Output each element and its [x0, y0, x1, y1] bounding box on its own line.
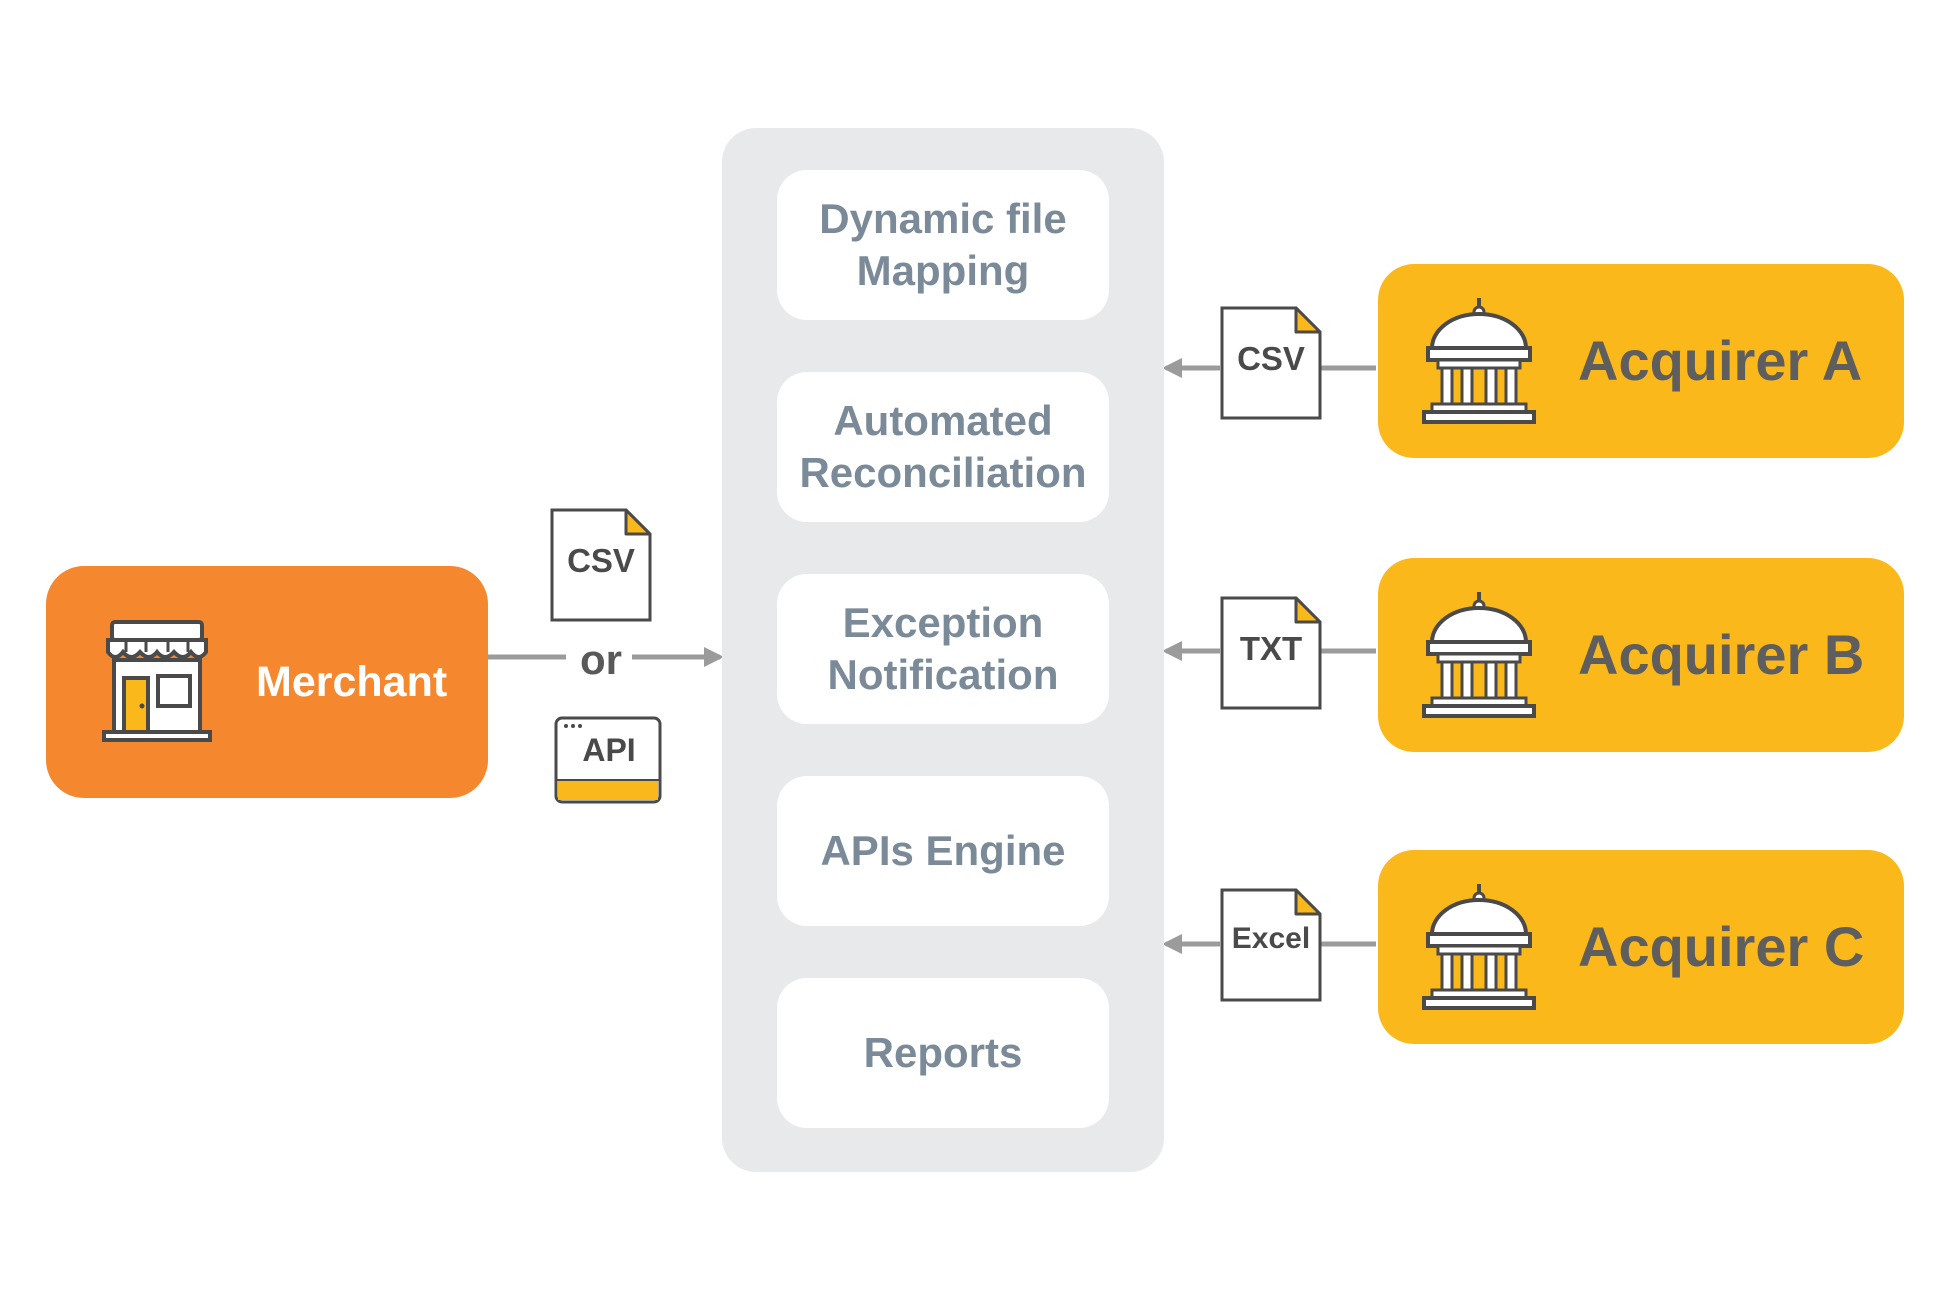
acquirer-a-file: CSV	[1220, 306, 1322, 420]
acquirer-c-label: Acquirer C	[1578, 915, 1865, 978]
box-line: APIs Engine	[820, 827, 1066, 874]
merchant-csv-file: CSV	[550, 508, 652, 622]
box-line: Reports	[863, 1029, 1023, 1076]
file-icon	[1220, 306, 1322, 420]
bank-icon	[1422, 884, 1536, 1010]
api-window-icon	[554, 716, 662, 804]
box-line: Mapping	[856, 247, 1030, 294]
box-line: Exception	[842, 599, 1044, 646]
box-line: Notification	[827, 651, 1059, 698]
reports-box: Reports	[777, 978, 1109, 1128]
acquirer-b-node: Acquirer B	[1378, 558, 1904, 752]
store-icon	[102, 620, 212, 742]
file-icon	[550, 508, 652, 622]
acquirer-a-file-label: CSV	[1237, 340, 1305, 377]
acquirer-a-node: Acquirer A	[1378, 264, 1904, 458]
acquirer-c-node: Acquirer C	[1378, 850, 1904, 1044]
acquirer-a-label: Acquirer A	[1578, 329, 1863, 392]
or-label: or	[580, 636, 622, 683]
apis-engine-box: APIs Engine	[777, 776, 1109, 926]
box-line: Reconciliation	[799, 449, 1087, 496]
acquirer-b-file-label: TXT	[1239, 630, 1303, 667]
acquirer-b-label: Acquirer B	[1578, 623, 1865, 686]
acquirer-b-file: TXT	[1220, 596, 1322, 710]
bank-icon	[1422, 298, 1536, 424]
acquirer-c-file-label: Excel	[1231, 922, 1311, 955]
file-icon	[1220, 888, 1322, 1002]
merchant-label: Merchant	[256, 658, 448, 706]
merchant-node: Merchant	[46, 566, 488, 798]
api-label: API	[582, 732, 636, 768]
merchant-csv-label: CSV	[567, 542, 635, 579]
box-line: Dynamic file	[819, 195, 1067, 242]
box-line: Automated	[833, 397, 1053, 444]
file-icon	[1220, 596, 1322, 710]
bank-icon	[1422, 592, 1536, 718]
acquirer-c-file: Excel	[1220, 888, 1322, 1002]
